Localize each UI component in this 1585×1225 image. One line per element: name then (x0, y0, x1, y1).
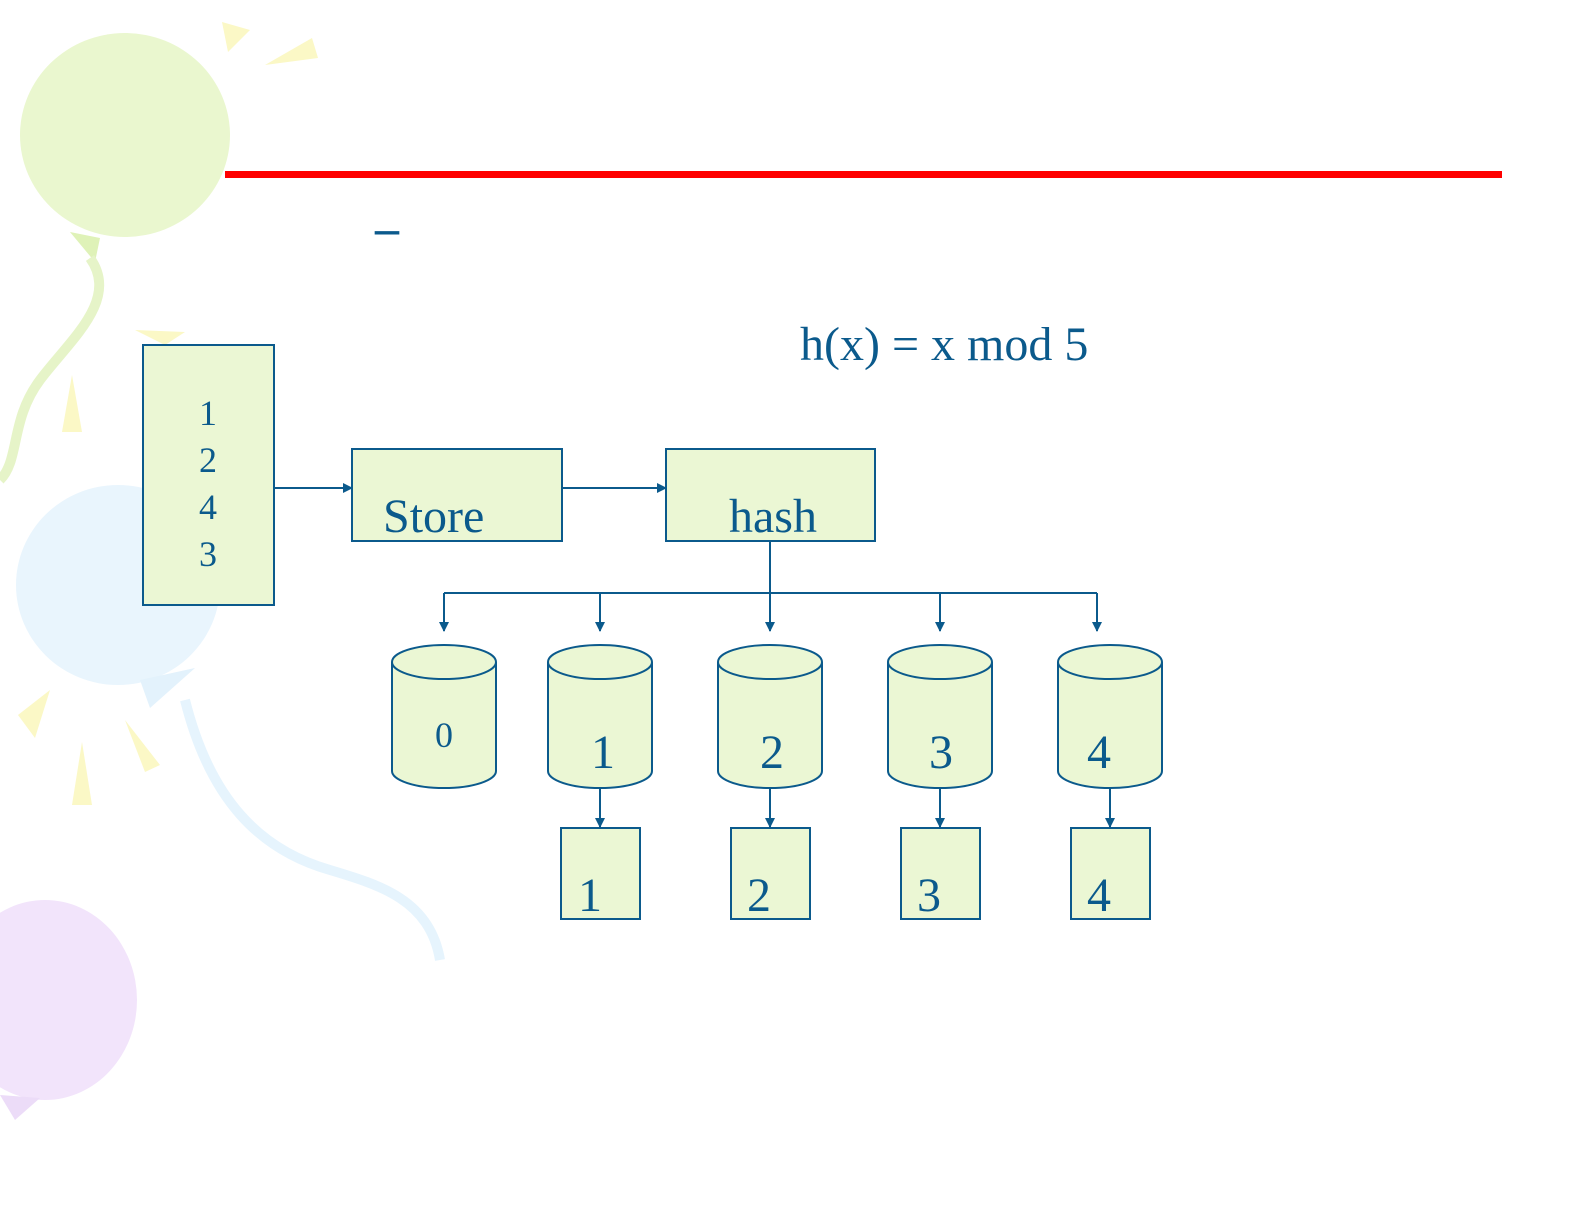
input-item: 4 (199, 487, 217, 527)
output-box-1: 1 (561, 828, 640, 922)
database-cylinder-top-icon (718, 645, 822, 679)
bucket-3: 3 (888, 645, 992, 788)
input-item: 3 (199, 534, 217, 574)
bucket-label: 4 (1087, 726, 1111, 779)
output-box-4: 4 (1071, 828, 1150, 922)
database-cylinder-top-icon (392, 645, 496, 679)
database-cylinder-top-icon (1058, 645, 1162, 679)
output-box-3: 3 (901, 828, 980, 922)
database-cylinder-top-icon (548, 645, 652, 679)
sparkle-icon (125, 720, 160, 772)
output-label: 2 (747, 869, 771, 922)
input-item: 2 (199, 440, 217, 480)
store-box: Store (352, 449, 562, 543)
purple-balloon-icon (0, 900, 137, 1100)
sparkle-icon (62, 375, 82, 432)
output-box-2: 2 (731, 828, 810, 922)
hash-formula: h(x) = x mod 5 (800, 318, 1088, 371)
bucket-label: 0 (435, 715, 453, 755)
bucket-4: 4 (1058, 645, 1162, 788)
database-cylinder-top-icon (888, 645, 992, 679)
green-balloon-string-icon (0, 258, 99, 480)
sparkle-icon (18, 690, 50, 738)
sparkle-icon (135, 330, 185, 345)
sparkle-icon (72, 742, 92, 805)
output-label: 3 (917, 869, 941, 922)
bucket-1: 1 (548, 645, 652, 788)
bucket-label: 3 (929, 726, 953, 779)
bucket-2: 2 (718, 645, 822, 788)
sparkle-icon (265, 38, 318, 65)
input-item: 1 (199, 393, 217, 433)
title-rule (225, 171, 1502, 178)
store-label: Store (383, 490, 484, 543)
bucket-output-arrows (600, 788, 1110, 827)
bucket-label: 1 (591, 726, 615, 779)
hash-box: hash (666, 449, 875, 543)
output-label: 4 (1087, 869, 1111, 922)
bullet-dash: – (374, 202, 400, 255)
sparkle-icon (222, 22, 250, 52)
hash-label: hash (729, 490, 817, 543)
green-balloon-icon (20, 33, 230, 237)
input-sequence-box: 1 2 4 3 (143, 345, 274, 605)
output-label: 1 (578, 869, 602, 922)
bucket-0: 0 (392, 645, 496, 788)
bucket-label: 2 (760, 726, 784, 779)
purple-balloon-knot-icon (0, 1095, 40, 1120)
hash-distribution-lines (444, 541, 1097, 631)
